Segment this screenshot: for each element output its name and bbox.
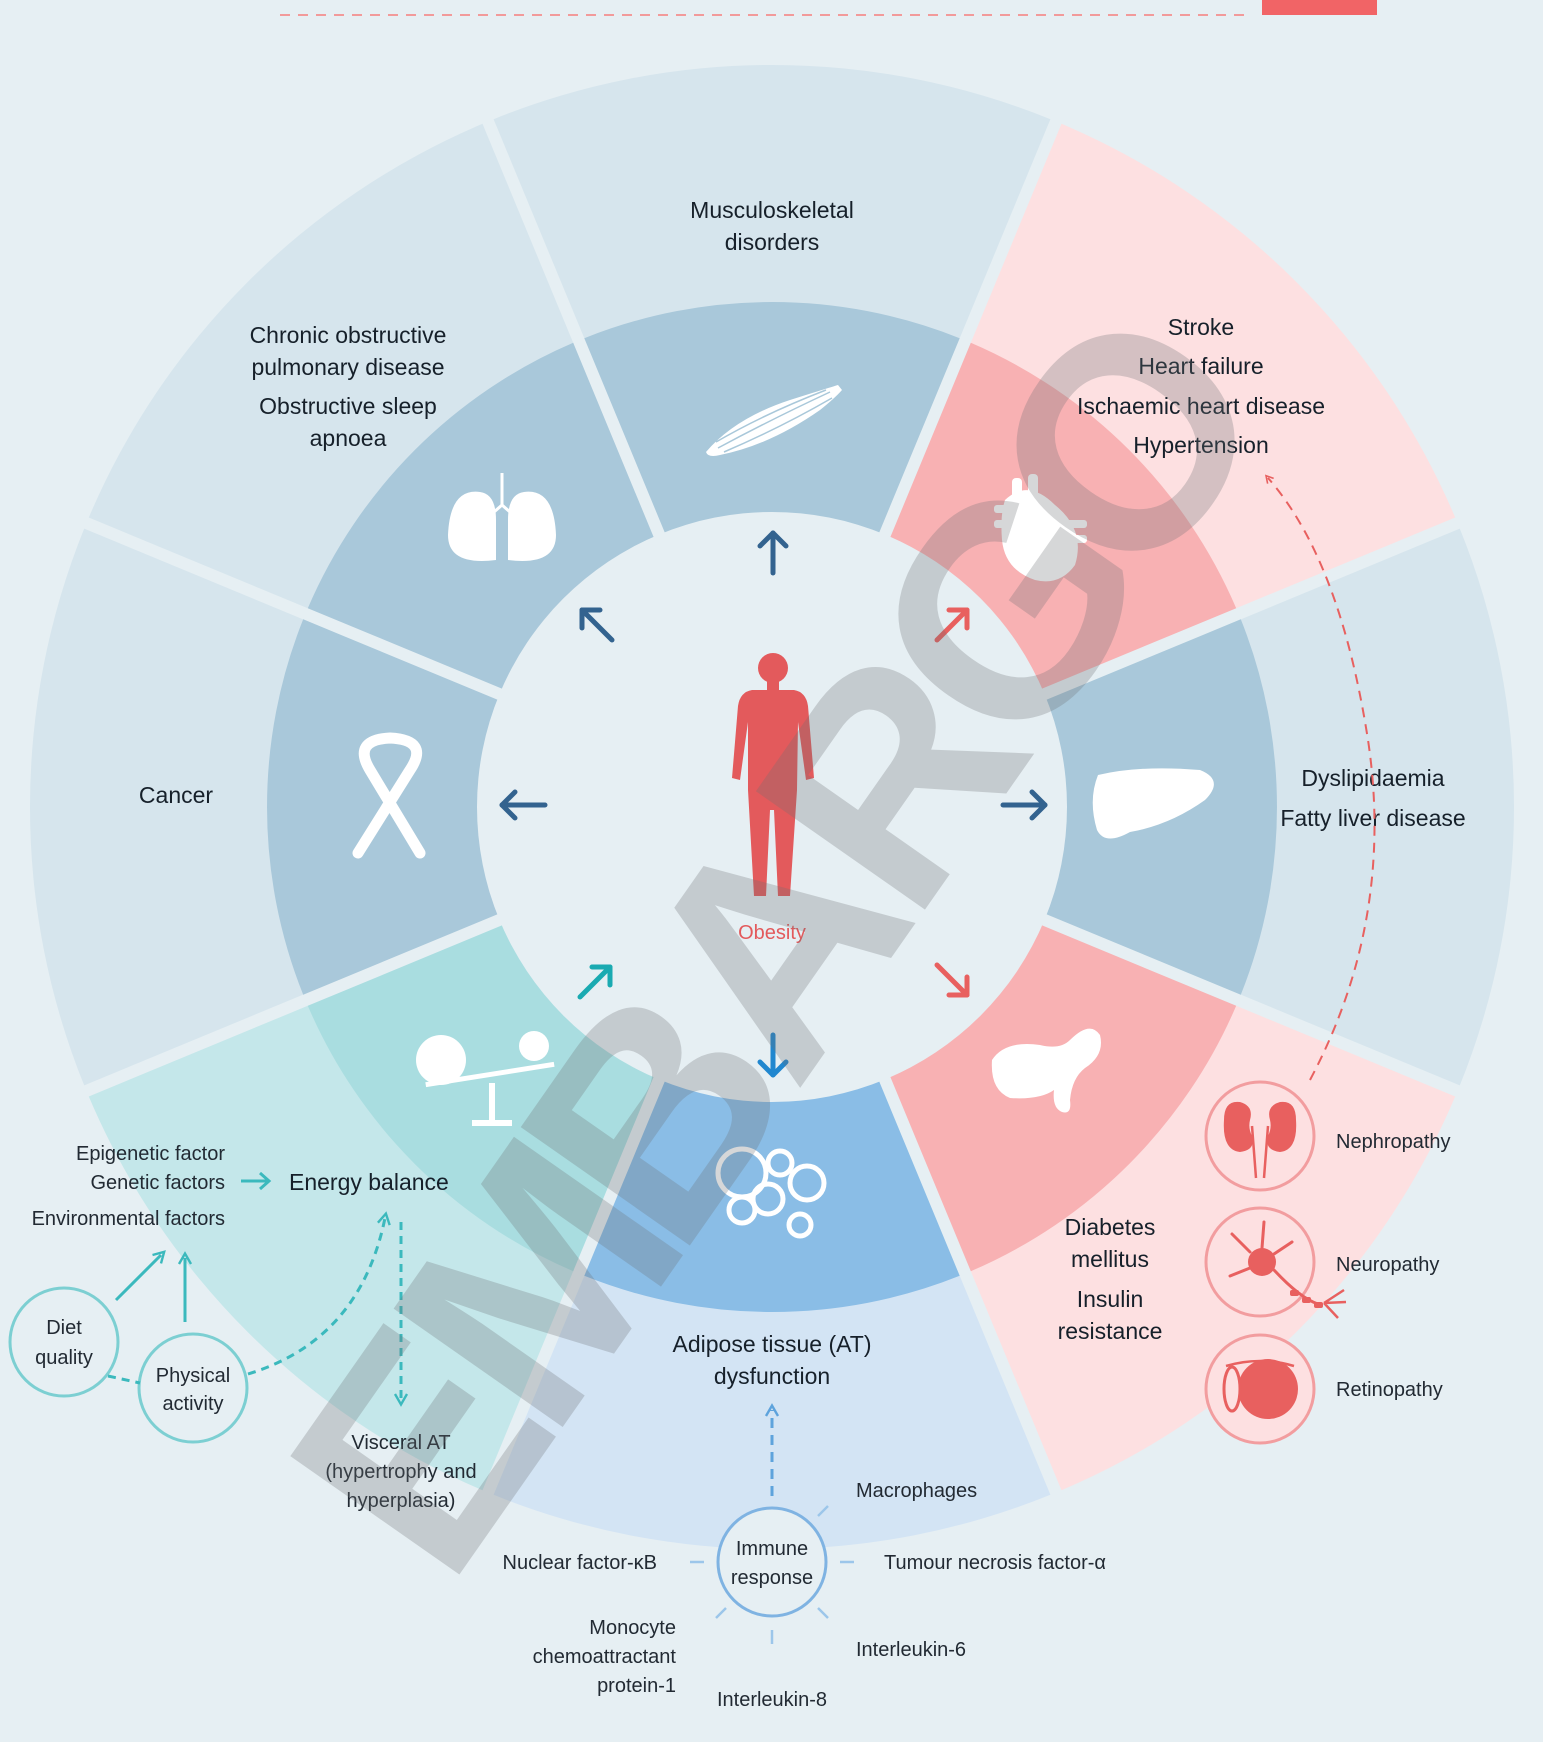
svg-text:Heart failure: Heart failure <box>1138 353 1263 379</box>
svg-text:Ischaemic heart disease: Ischaemic heart disease <box>1077 393 1325 419</box>
svg-text:Environmental factors: Environmental factors <box>32 1208 225 1230</box>
nephropathy-label: Nephropathy <box>1336 1131 1451 1153</box>
heart-icon <box>994 474 1087 582</box>
svg-text:Insulin: Insulin <box>1077 1286 1143 1312</box>
label-adipose: Adipose tissue (AT) dysfunction <box>673 1331 872 1389</box>
energy-links <box>107 1211 409 1407</box>
svg-text:Obstructive sleep: Obstructive sleep <box>259 393 437 419</box>
label-cardiovascular: Stroke Heart failure Ischaemic heart dis… <box>1077 314 1325 458</box>
radial-arrows <box>499 530 1048 1078</box>
nfkb-label: Nuclear factor-κB <box>503 1552 658 1574</box>
svg-text:pulmonary disease: pulmonary disease <box>251 354 444 380</box>
tnf-label: Tumour necrosis factor-α <box>884 1552 1106 1574</box>
seesaw-icon <box>416 1031 555 1126</box>
arrow-right-icon <box>1000 789 1048 821</box>
visceral-at-label: Visceral AT (hypertrophy and hyperplasia… <box>325 1432 476 1512</box>
human-body-icon <box>732 653 814 896</box>
svg-text:Genetic factors: Genetic factors <box>90 1172 225 1194</box>
immune-rays <box>690 1505 854 1644</box>
svg-text:quality: quality <box>35 1347 93 1369</box>
svg-text:dysfunction: dysfunction <box>714 1363 830 1389</box>
genetic-arrow-icon <box>241 1171 272 1191</box>
physical-activity-node: Physical activity <box>137 1332 249 1444</box>
il6-label: Interleukin-6 <box>856 1639 966 1661</box>
cancer-ribbon-icon <box>352 732 426 859</box>
svg-text:Diabetes: Diabetes <box>1065 1214 1156 1240</box>
arrow-upleft-icon <box>579 607 615 643</box>
lungs-icon <box>448 473 556 561</box>
arrow-up-icon <box>757 530 789 576</box>
svg-text:hyperplasia): hyperplasia) <box>347 1490 456 1512</box>
svg-text:Musculoskeletal: Musculoskeletal <box>690 197 854 223</box>
energy-factors: Epigenetic factor Genetic factors Enviro… <box>32 1143 226 1230</box>
neuropathy-label: Neuropathy <box>1336 1254 1439 1276</box>
segment-cardiovascular-outer <box>970 123 1456 609</box>
segment-adipose-inner <box>584 1079 960 1312</box>
liver-icon <box>1092 768 1214 839</box>
segment-respiratory-outer <box>88 123 574 609</box>
retinopathy-label: Retinopathy <box>1336 1379 1443 1401</box>
svg-text:disorders: disorders <box>725 229 820 255</box>
svg-text:Cancer: Cancer <box>139 782 213 808</box>
segment-energy-balance <box>88 924 655 1491</box>
segment-cancer-outer <box>29 528 305 1086</box>
muscle-icon <box>706 385 842 456</box>
diet-quality-node: Diet quality <box>8 1286 120 1398</box>
segment-energy-balance-inner <box>307 924 655 1272</box>
svg-text:protein-1: protein-1 <box>597 1675 676 1697</box>
neuron-icon <box>1204 1206 1347 1319</box>
svg-text:Physical: Physical <box>156 1365 230 1387</box>
svg-text:Fatty liver disease: Fatty liver disease <box>1280 805 1465 831</box>
complication-labels: Nephropathy Neuropathy Retinopathy <box>1336 1131 1451 1401</box>
svg-text:chemoattractant: chemoattractant <box>533 1646 677 1668</box>
label-diabetes: Diabetes mellitus Insulin resistance <box>1058 1214 1163 1344</box>
macrophages-label: Macrophages <box>856 1480 977 1502</box>
svg-text:activity: activity <box>162 1393 223 1415</box>
kidney-icon <box>1204 1080 1316 1192</box>
complication-link <box>1264 474 1376 1081</box>
arrow-teal-upright-icon <box>577 964 613 1000</box>
svg-text:Stroke: Stroke <box>1168 314 1234 340</box>
svg-text:Epigenetic factor: Epigenetic factor <box>76 1143 225 1165</box>
arrow-downright-icon <box>934 962 970 998</box>
label-cancer: Cancer <box>139 782 213 808</box>
segment-energy-balance-outer <box>88 1005 574 1491</box>
il8-label: Interleukin-8 <box>717 1689 827 1711</box>
adipocytes-icon <box>715 1146 827 1239</box>
arrow-down-icon <box>757 1032 789 1078</box>
svg-text:Hypertension: Hypertension <box>1133 432 1269 458</box>
immune-response-node: Immune response <box>716 1506 828 1618</box>
svg-text:Immune: Immune <box>736 1538 808 1560</box>
arrow-upright-icon <box>934 607 970 643</box>
eye-icon <box>1204 1333 1316 1445</box>
immune-items: Macrophages Tumour necrosis factor-α Int… <box>503 1480 1107 1711</box>
pancreas-icon <box>991 1028 1101 1113</box>
segment-musculoskeletal-outer <box>493 64 1051 340</box>
arrow-left-icon <box>499 789 548 821</box>
svg-text:response: response <box>731 1567 813 1589</box>
segment-adipose <box>493 1079 1051 1550</box>
svg-text:mellitus: mellitus <box>1071 1246 1149 1272</box>
svg-text:Visceral AT: Visceral AT <box>351 1432 450 1454</box>
svg-text:resistance: resistance <box>1058 1318 1163 1344</box>
segment-liver-outer <box>1239 528 1515 1086</box>
energy-balance-title: Energy balance <box>289 1169 449 1195</box>
label-respiratory: Chronic obstructive pulmonary disease Ob… <box>250 322 447 451</box>
mcp1-label: Monocyte chemoattractant protein-1 <box>533 1617 677 1697</box>
top-red-tab <box>1262 0 1377 15</box>
label-musculoskeletal: Musculoskeletal disorders <box>690 197 854 255</box>
svg-text:apnoea: apnoea <box>310 425 387 451</box>
svg-text:(hypertrophy and: (hypertrophy and <box>325 1461 476 1483</box>
label-liver: Dyslipidaemia Fatty liver disease <box>1280 765 1465 831</box>
obesity-label: Obesity <box>738 922 806 944</box>
svg-text:Monocyte: Monocyte <box>589 1617 676 1639</box>
ring-segments <box>29 64 1515 1550</box>
svg-text:Adipose tissue (AT): Adipose tissue (AT) <box>673 1331 872 1357</box>
svg-text:Diet: Diet <box>46 1317 82 1339</box>
svg-text:Chronic obstructive: Chronic obstructive <box>250 322 447 348</box>
